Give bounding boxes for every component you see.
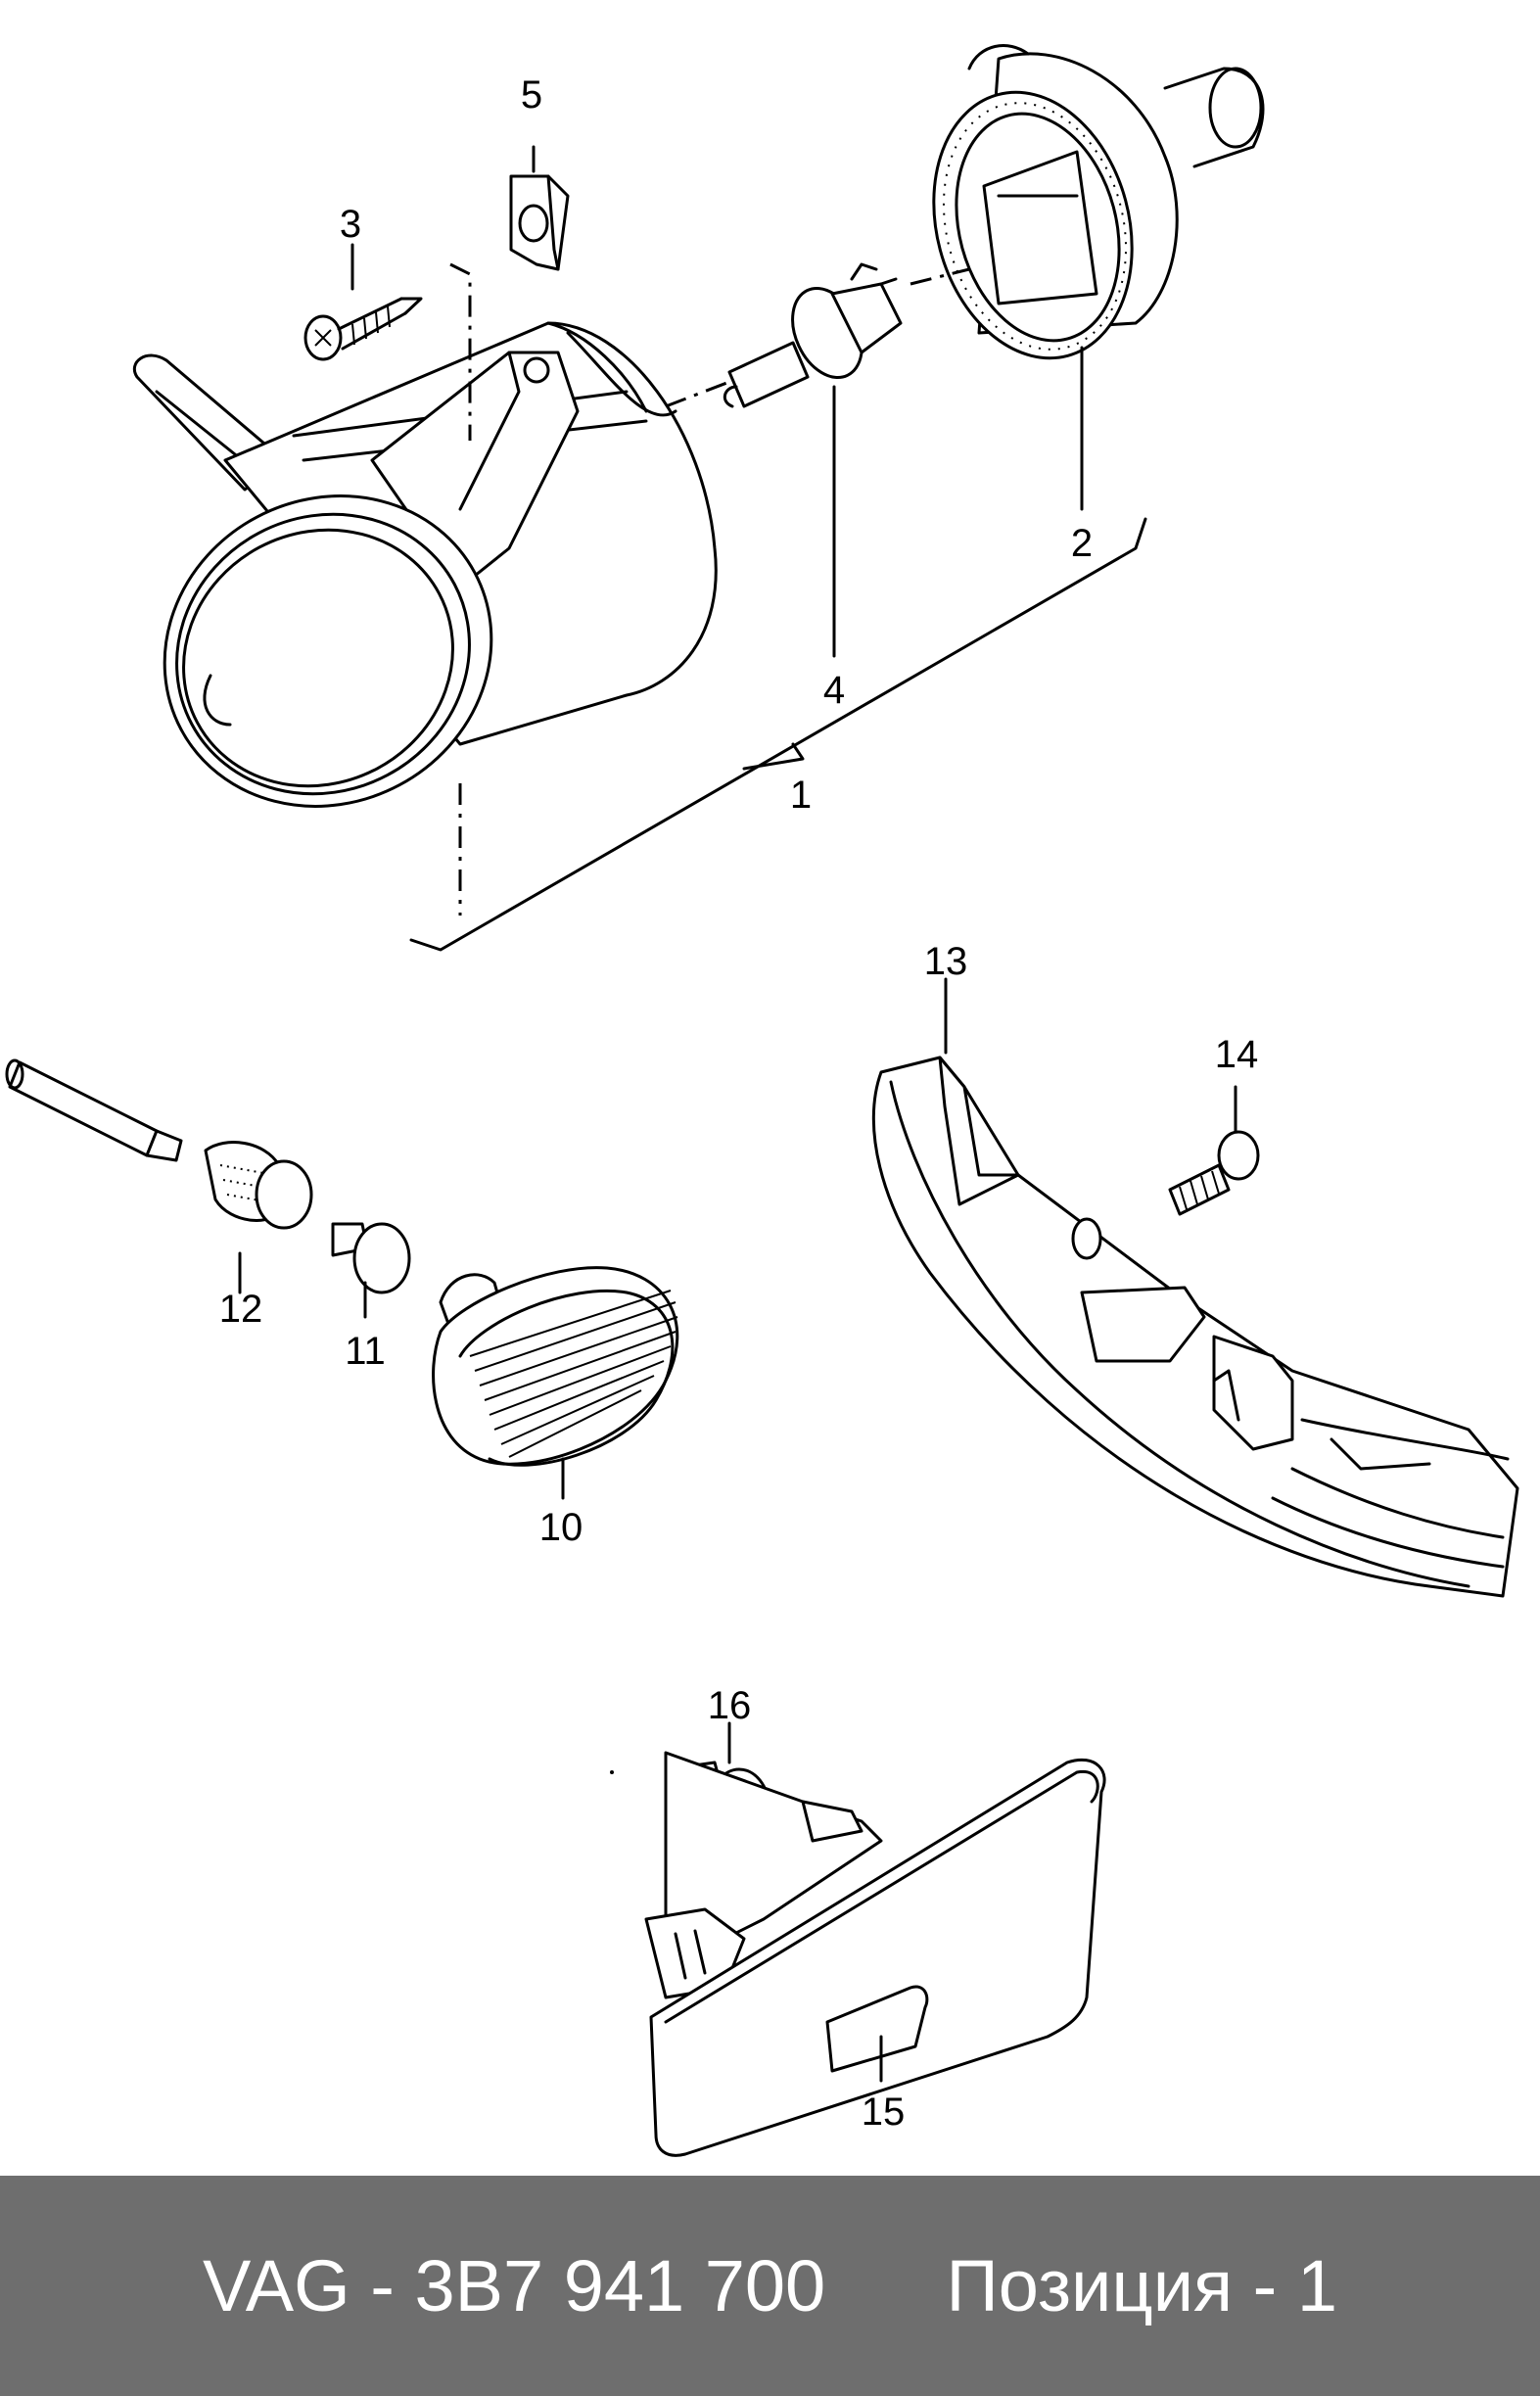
side-marker-10 bbox=[432, 1266, 679, 1500]
label-16: 16 bbox=[708, 1684, 752, 1727]
label-3: 3 bbox=[340, 203, 361, 246]
label-15: 15 bbox=[862, 2091, 906, 2134]
cable-socket-12 bbox=[5, 1058, 313, 1294]
bulb-11 bbox=[331, 1222, 411, 1319]
caption-bar: VAG - 3B7 941 700 Позиция - 1 bbox=[0, 2176, 1540, 2396]
label-2: 2 bbox=[1071, 522, 1093, 565]
label-5: 5 bbox=[521, 73, 542, 117]
bulb-4 bbox=[723, 262, 903, 408]
parts-diagram: 1 2 3 4 5 10 11 12 13 14 15 16 bbox=[5, 44, 1519, 2157]
label-1: 1 bbox=[790, 774, 812, 817]
screw-3 bbox=[303, 297, 423, 361]
fog-lamp-assembly bbox=[132, 321, 718, 808]
label-13: 13 bbox=[924, 940, 968, 983]
label-14: 14 bbox=[1215, 1033, 1259, 1076]
clip-nut-5 bbox=[509, 174, 570, 271]
part-number-caption: VAG - 3B7 941 700 Позиция - 1 bbox=[202, 2245, 1338, 2326]
label-12: 12 bbox=[219, 1288, 263, 1331]
label-10: 10 bbox=[539, 1506, 583, 1549]
label-4: 4 bbox=[823, 669, 845, 712]
leader-lines-1 bbox=[350, 145, 1147, 952]
label-11: 11 bbox=[345, 1330, 386, 1373]
housing-2 bbox=[932, 44, 1265, 360]
indicator-13 bbox=[871, 977, 1519, 1598]
screw-14 bbox=[1168, 1085, 1260, 1216]
repeater-15 bbox=[644, 1751, 1106, 2157]
